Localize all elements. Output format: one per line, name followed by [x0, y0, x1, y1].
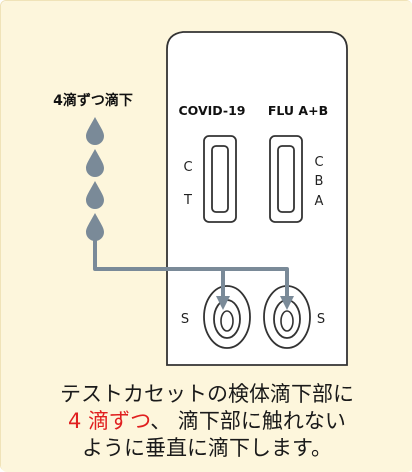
arrowheads	[216, 296, 294, 310]
instruction-caption: テストカセットの検体滴下部に 4 滴ずつ、 滴下部に触れない ように垂直に滴下し…	[1, 381, 412, 462]
caption-line-1: テストカセットの検体滴下部に	[60, 382, 354, 406]
caption-line-2: 4 滴ずつ、 滴下部に触れない	[1, 408, 412, 435]
sample-well-letter-left: S	[181, 312, 189, 327]
covid-label: COVID-19	[179, 103, 246, 118]
flu-label: FLU A+B	[268, 103, 328, 118]
sample-well-letter-right: S	[317, 312, 325, 327]
drop-icon	[86, 149, 104, 177]
covid-control-letter: C	[183, 160, 192, 175]
caption-line-2-rest: 、 滴下部に触れない	[150, 409, 346, 433]
covid-sample-well	[203, 285, 251, 349]
caption-drop-count: 4 滴ずつ	[68, 409, 151, 433]
caption-line-3: ように垂直に滴下します。	[82, 436, 332, 460]
flu-result-window	[269, 135, 303, 223]
drop-icon	[86, 213, 104, 241]
flu-control-letter: C	[314, 155, 323, 170]
drops-group	[86, 117, 104, 241]
drop-instruction-label: 4滴ずつ滴下	[53, 92, 133, 109]
drop-icon	[86, 181, 104, 209]
covid-test-letter: T	[183, 193, 192, 208]
flu-a-letter: A	[315, 194, 324, 209]
arrow-head-left	[216, 296, 230, 310]
drop-icon	[86, 117, 104, 145]
covid-result-window	[203, 135, 237, 223]
test-cassette	[166, 31, 348, 366]
arrow-head-right	[280, 296, 294, 310]
flu-b-letter: B	[315, 174, 324, 189]
flow-arrows	[93, 235, 289, 297]
flu-sample-well	[263, 285, 311, 349]
